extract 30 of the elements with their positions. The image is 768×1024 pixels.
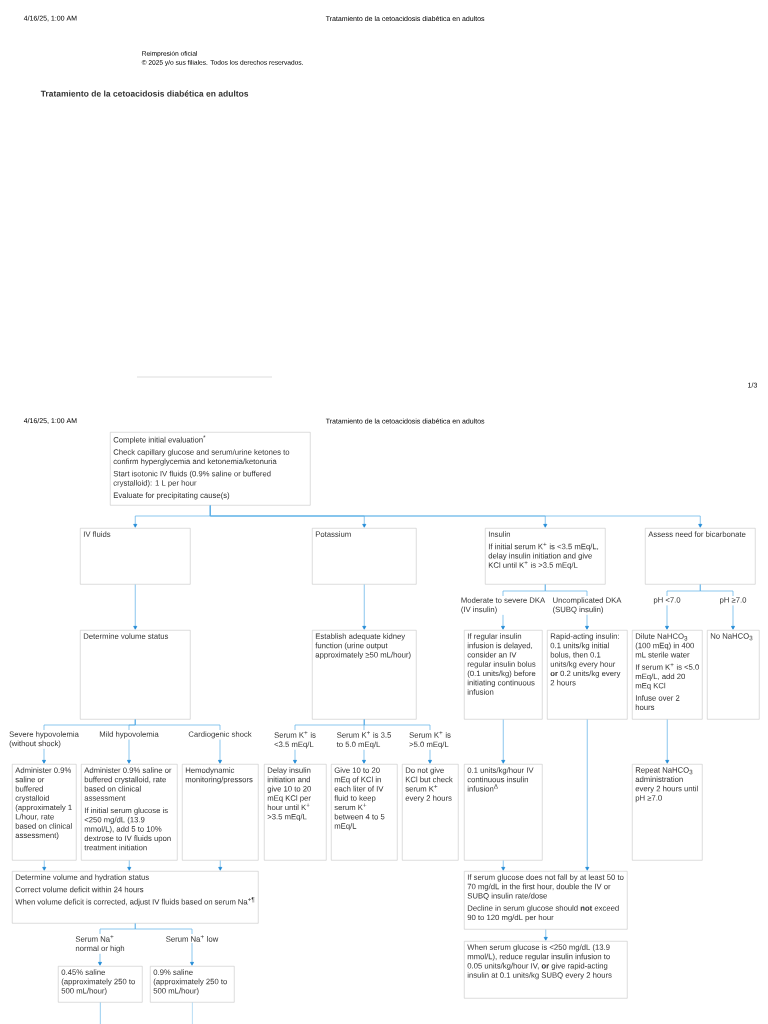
arrow [293, 749, 297, 764]
arrow [501, 719, 506, 764]
arrow [665, 605, 669, 630]
arrow [501, 860, 506, 871]
arrow [218, 739, 222, 764]
arrow [133, 584, 138, 630]
arrow [127, 860, 132, 871]
arrow [218, 860, 223, 871]
arrow [42, 748, 46, 764]
page-title: Tratamiento de la cetoacidosis diabética en adultos [40, 90, 249, 97]
arrow [428, 749, 432, 764]
connector-line [134, 923, 193, 935]
arrow [127, 739, 131, 764]
arrow [98, 953, 102, 966]
arrow [731, 605, 735, 630]
arrow [362, 749, 366, 764]
arrow [209, 505, 703, 528]
arrow [42, 860, 47, 871]
arrow [585, 719, 590, 871]
connector-line [363, 719, 431, 731]
arrow [665, 719, 670, 764]
connector-line [99, 1002, 101, 1024]
connector-line [699, 584, 734, 597]
arrow [190, 942, 194, 966]
arrow [362, 584, 367, 630]
connector-line [544, 584, 588, 597]
arrow [585, 614, 589, 630]
arrow [501, 614, 505, 630]
connector-line [134, 719, 221, 731]
arrow [543, 929, 548, 941]
